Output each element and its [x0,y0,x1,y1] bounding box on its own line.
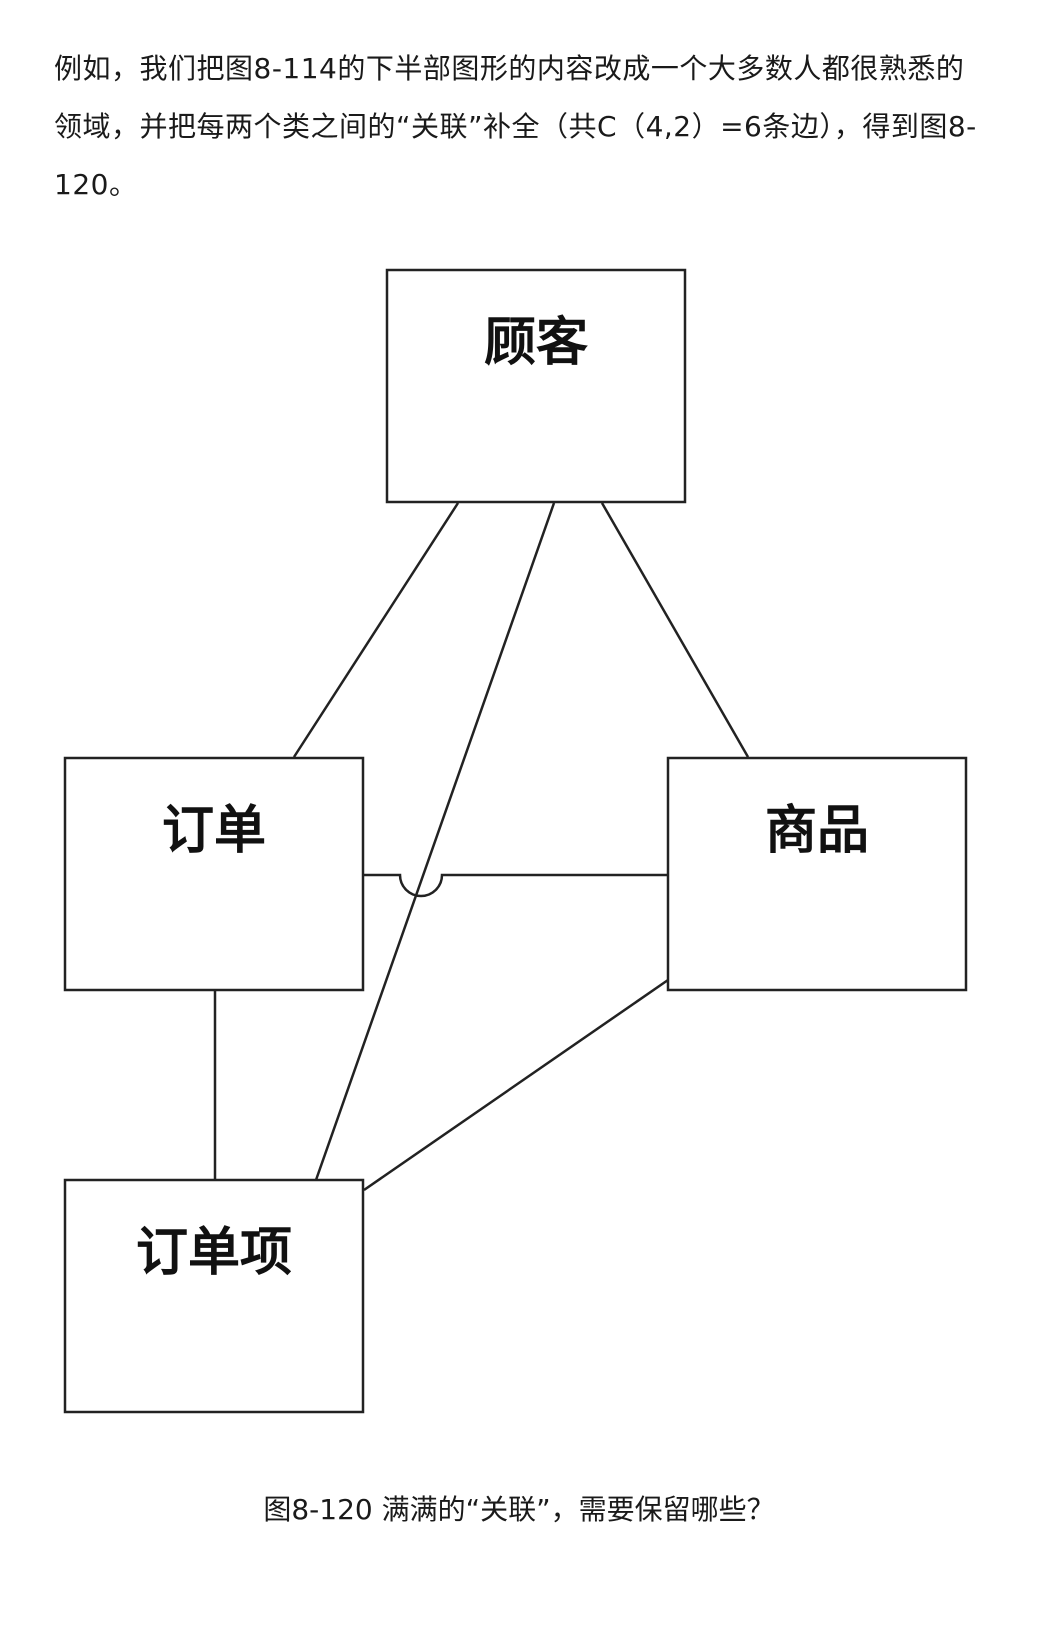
edge-customer-product [600,502,750,758]
edge-customer-order [292,502,460,758]
class-box-product-frame [666,756,968,992]
class-label-product: 商品 [765,801,869,861]
class-box-orderitem-frame [63,1178,365,1414]
figure-caption: 图8-120 满满的“关联”，需要保留哪些？ [263,1493,775,1526]
class-label-order: 订单 [162,801,266,861]
class-box-customer: 顾客 [385,268,687,504]
class-box-customer-frame [385,268,687,504]
class-box-orderitem: 订单项 [63,1178,365,1414]
intro-paragraph: 例如，我们把图8-114的下半部图形的内容改成一个大多数人都很熟悉的领域，并把每… [54,52,977,201]
edge-customer-orderitem [314,502,556,1181]
class-box-order-frame [63,756,365,992]
class-box-product: 商品 [666,756,968,992]
class-label-orderitem: 订单项 [136,1223,292,1283]
class-label-customer: 顾客 [484,313,588,373]
class-box-order: 订单 [63,756,365,992]
edge-product-orderitem [363,978,669,1192]
edge-order-product [364,873,668,898]
